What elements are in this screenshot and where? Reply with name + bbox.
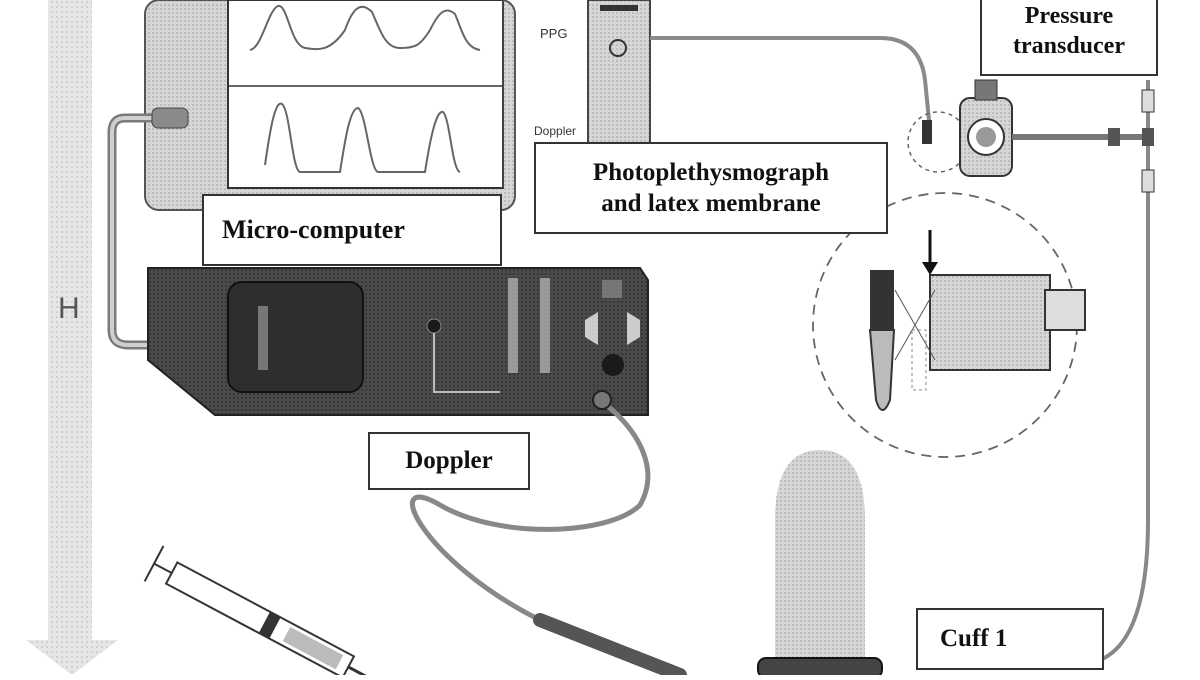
micro-computer-label: Micro-computer — [202, 194, 502, 266]
doppler-label: Doppler — [368, 432, 530, 490]
syringe — [143, 545, 376, 680]
unit-to-transducer-tube — [650, 36, 932, 131]
ppg-screen-label: PPG — [540, 26, 568, 41]
monitor-housing — [144, 0, 516, 211]
right-tube — [1099, 80, 1150, 662]
photoplethysmograph-unit — [587, 0, 651, 161]
doppler-screen-label: Doppler — [534, 124, 577, 138]
photoplethysmograph-label: Photoplethysmograph and latex membrane — [534, 142, 888, 234]
pressure-transducer-label: Pressure transducer — [980, 0, 1158, 76]
cuff-label: Cuff 1 — [916, 608, 1104, 670]
ppg-waveform — [249, 5, 481, 51]
height-axis-label: H — [58, 292, 80, 325]
membrane-detail-inset — [812, 192, 1086, 458]
doppler-waveform — [264, 102, 461, 173]
pressure-transducer-fitting — [907, 79, 1150, 177]
doppler-console — [147, 267, 649, 416]
height-arrow — [26, 0, 118, 675]
penis-model — [757, 450, 883, 679]
